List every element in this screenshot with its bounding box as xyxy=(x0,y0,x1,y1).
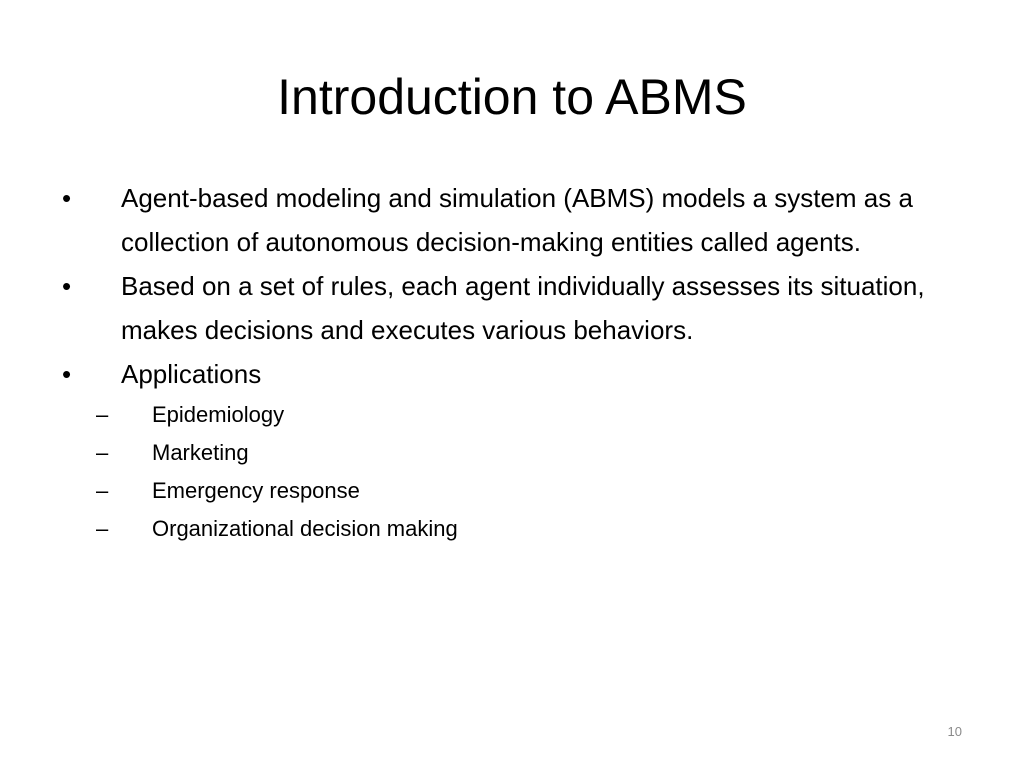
bullet-text: Agent-based modeling and simulation (ABM… xyxy=(121,183,913,257)
sub-item-emergency-response: – Emergency response xyxy=(0,472,1024,510)
slide-title: Introduction to ABMS xyxy=(277,69,747,125)
sub-item-text: Epidemiology xyxy=(152,402,285,427)
sub-item-organizational-decision-making: – Organizational decision making xyxy=(0,510,1024,548)
sub-item-text: Marketing xyxy=(152,440,249,465)
bullet-marker: • xyxy=(62,271,72,301)
sub-item-marketing: – Marketing xyxy=(0,434,1024,472)
sub-item-text: Emergency response xyxy=(152,478,360,503)
bullet-text: Applications xyxy=(121,359,262,389)
bullet-marker: • xyxy=(62,359,72,389)
bullet-item-definition: • Agent-based modeling and simulation (A… xyxy=(0,176,1024,264)
sub-bullet-marker: – xyxy=(96,478,109,503)
sub-bullet-marker: – xyxy=(96,402,109,427)
bullet-text: Based on a set of rules, each agent indi… xyxy=(121,271,925,345)
sub-item-epidemiology: – Epidemiology xyxy=(0,396,1024,434)
sub-item-text: Organizational decision making xyxy=(152,516,458,541)
slide-content: • Agent-based modeling and simulation (A… xyxy=(0,176,1024,548)
page-number: 10 xyxy=(947,724,962,739)
bullet-item-rules: • Based on a set of rules, each agent in… xyxy=(0,264,1024,352)
bullet-item-applications: • Applications xyxy=(0,352,1024,396)
applications-sub-list: – Epidemiology – Marketing – Emergency r… xyxy=(0,396,1024,548)
sub-bullet-marker: – xyxy=(96,516,109,541)
sub-bullet-marker: – xyxy=(96,440,109,465)
bullet-marker: • xyxy=(62,183,72,213)
